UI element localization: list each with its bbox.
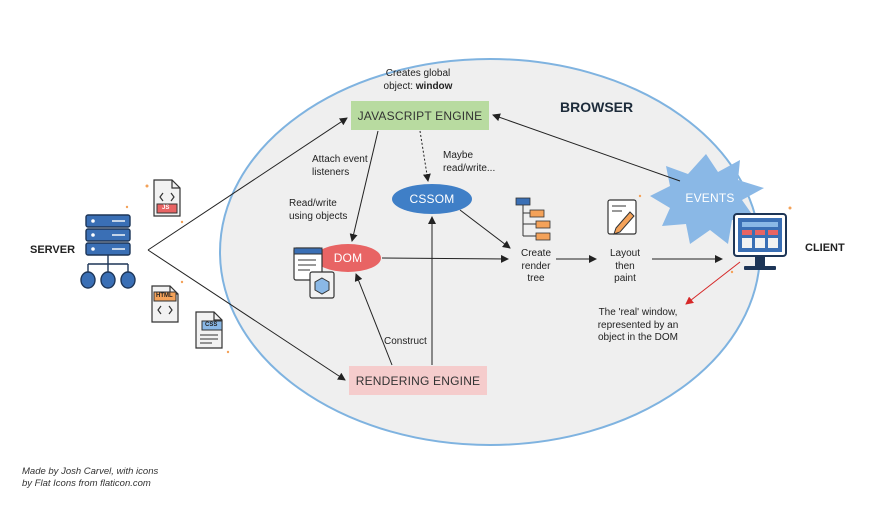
read-write-line1: Read/write (289, 198, 337, 209)
arrow-js-cssom (419, 130, 431, 182)
create-render-line1: Create (520, 248, 551, 259)
real-window-line1: The 'real' window, (598, 307, 678, 318)
create-render-line3: tree (527, 273, 545, 284)
css-file-icon (195, 311, 223, 349)
arrow-server-js (147, 117, 348, 251)
render-tree-icon (515, 197, 551, 241)
sparkle-decorations (125, 184, 792, 354)
js-engine-box (351, 101, 489, 130)
layout-line1: Layout (609, 248, 641, 259)
credit-note: Made by Josh Carvel, with icons by Flat … (22, 466, 158, 491)
rendering-engine-label: RENDERING ENGINE (355, 373, 481, 388)
attach-event-line2: listeners (312, 166, 350, 178)
creates-global-line1: Creates global (385, 68, 451, 79)
dom-label: DOM (333, 251, 363, 265)
construct-label: Construct (384, 336, 427, 347)
arrow-rendering-dom (354, 273, 393, 366)
client-monitor-icon (733, 213, 787, 270)
cssom-label: CSSOM (409, 192, 455, 206)
create-render-note: Create render tree (512, 248, 560, 286)
arrow-js-dom (349, 130, 379, 242)
create-render-line2: render (521, 260, 551, 272)
real-window-note: The 'real' window, represented by an obj… (582, 307, 694, 345)
events-starburst (650, 154, 764, 244)
creates-global-line2: object: window (368, 81, 468, 94)
html-file-label: HTML (156, 293, 173, 299)
attach-event-line1: Attach event (312, 154, 368, 165)
real-window-line2: represented by an (597, 319, 679, 331)
arrow-cssom-rendertree (459, 209, 511, 249)
attach-event-note: Attach event listeners (312, 154, 368, 179)
maybe-note: Maybe read/write... (443, 150, 495, 175)
read-write-line2: using objects (289, 210, 348, 222)
client-label: CLIENT (805, 242, 845, 254)
browser-label: BROWSER (560, 99, 634, 115)
dom-ellipse (315, 244, 381, 272)
js-file-label: JS (162, 205, 170, 211)
events-label: EVENTS (685, 191, 735, 205)
creates-global-note: Creates global object: window (368, 68, 468, 93)
arrow-server-rendering (147, 249, 346, 381)
arrow-events-js (492, 113, 681, 182)
server-label: SERVER (30, 244, 76, 256)
cssom-ellipse (392, 184, 472, 214)
credit-line2: by Flat Icons from flaticon.com (22, 478, 151, 490)
dom-document-icon (293, 247, 335, 299)
arrow-client-window (685, 261, 741, 305)
html-file-icon (151, 285, 179, 323)
creates-global-object-text: object: (383, 80, 413, 92)
server-icon (80, 214, 136, 289)
credit-line1: Made by Josh Carvel, with icons (22, 466, 159, 477)
maybe-line2: read/write... (443, 162, 496, 174)
layout-paint-icon (607, 199, 637, 235)
js-engine-label: JAVASCRIPT ENGINE (357, 108, 483, 123)
layout-line2: then (615, 260, 635, 272)
rendering-engine-box (349, 366, 487, 395)
arrow-dom-rendertree (381, 254, 509, 263)
real-window-line3: object in the DOM (597, 332, 679, 343)
js-file-icon (153, 179, 181, 217)
layout-note: Layout then paint (600, 248, 650, 286)
css-file-label: CSS (205, 322, 218, 328)
maybe-line1: Maybe (443, 150, 474, 161)
read-write-note: Read/write using objects (289, 198, 347, 223)
creates-global-window-text: window (415, 80, 453, 92)
layout-line3: paint (614, 273, 636, 284)
